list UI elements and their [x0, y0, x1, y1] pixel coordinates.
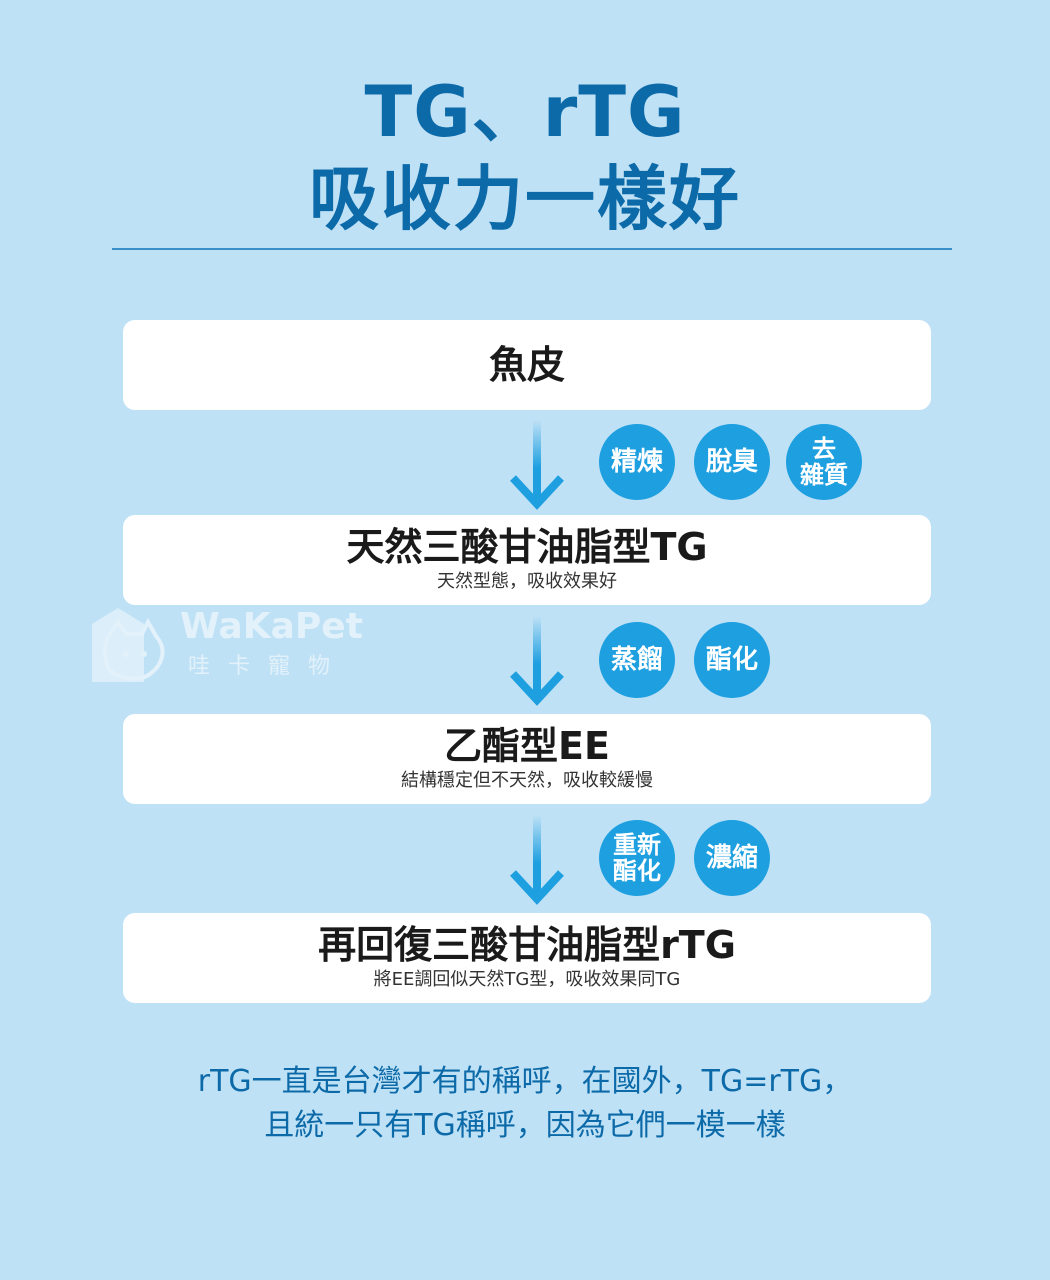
watermark-logo: WaKaPet 哇卡寵物	[88, 604, 363, 688]
footer-note-line2: 且統一只有TG稱呼，因為它們一模一樣	[264, 1108, 786, 1143]
badge-line: 酯化	[613, 857, 661, 885]
pet-logo-icon	[92, 608, 165, 682]
step-subtitle: 結構穩定但不天然，吸收較緩慢	[401, 770, 653, 791]
title-divider	[112, 248, 952, 250]
process-badge-deodorize: 脫臭	[694, 424, 770, 500]
step-box-fish-skin: 魚皮	[123, 320, 931, 410]
step-title: 再回復三酸甘油脂型rTG	[318, 923, 736, 967]
step-subtitle: 天然型態，吸收效果好	[437, 571, 617, 592]
process-badge-concentrate: 濃縮	[694, 820, 770, 896]
process-badge-refine: 精煉	[599, 424, 675, 500]
down-arrow-icon	[510, 616, 564, 706]
process-badge-remove-impurities: 去 雜質	[786, 424, 862, 500]
down-arrow-icon	[510, 420, 564, 510]
process-badge-distill: 蒸餾	[599, 622, 675, 698]
badge-line: 重新	[613, 831, 661, 859]
badge-line: 雜質	[800, 461, 848, 489]
badge-line: 去	[812, 435, 836, 463]
page-title-line2: 吸收力一樣好	[309, 158, 741, 240]
step-box-tg: 天然三酸甘油脂型TG 天然型態，吸收效果好	[123, 515, 931, 605]
step-title: 魚皮	[488, 343, 565, 387]
footer-note-line1: rTG一直是台灣才有的稱呼，在國外，TG=rTG，	[197, 1064, 853, 1099]
process-badge-re-esterify: 重新 酯化	[599, 820, 675, 896]
step-box-rtg: 再回復三酸甘油脂型rTG 將EE調回似天然TG型，吸收效果同TG	[123, 913, 931, 1003]
step-box-ee: 乙酯型EE 結構穩定但不天然，吸收較緩慢	[123, 714, 931, 804]
down-arrow-icon	[510, 815, 564, 905]
step-title: 乙酯型EE	[444, 724, 610, 768]
step-subtitle: 將EE調回似天然TG型，吸收效果同TG	[373, 969, 681, 990]
step-title: 天然三酸甘油脂型TG	[346, 525, 708, 569]
process-badge-esterify: 酯化	[694, 622, 770, 698]
page-title-line1: TG、rTG	[364, 71, 686, 153]
watermark-brand: WaKaPet	[180, 606, 363, 647]
watermark-brand-cn: 哇卡寵物	[188, 654, 349, 679]
